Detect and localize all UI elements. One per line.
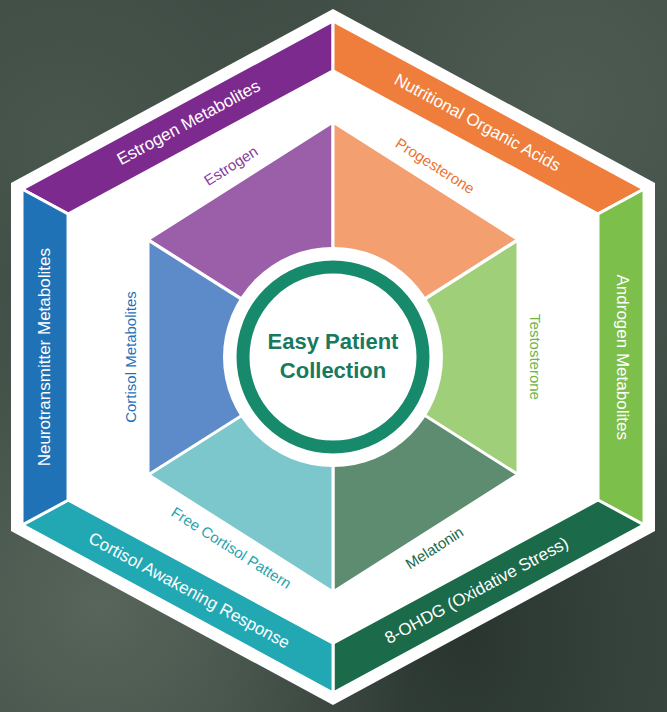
band-label: Neurotransmitter Metabolites [35,248,55,466]
band-label: 8-OHDG (Oxidative Stress) [382,533,573,649]
outer-band-segment: Neurotransmitter Metabolites [22,189,68,525]
outer-band-segment: Androgen Metabolites [598,189,644,525]
outer-band-segment-fill [22,189,68,525]
segment-label: Cortisol Metabolites [122,291,140,423]
segment-label: Testosterone [526,314,544,400]
center-ring-shape [223,247,443,467]
white-hexagon [11,9,655,705]
center-label: Easy Patient Collection [254,328,412,385]
center-ring [243,267,423,447]
center-circle: Easy Patient Collection [223,247,443,467]
band-label: Androgen Metabolites [611,274,631,439]
outer-band-segment-fill [598,189,644,525]
center-text-box: Easy Patient Collection [223,247,443,467]
